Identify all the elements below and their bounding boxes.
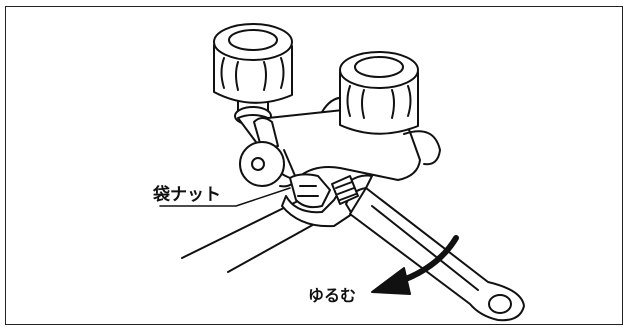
cap-nut: [289, 173, 331, 209]
adjustable-wrench: [281, 174, 525, 322]
loosen-label: ゆるむ: [306, 286, 359, 305]
cap-nut-label: 袋ナット: [151, 185, 223, 205]
supply-pipe: [181, 199, 319, 273]
cap-nut-leader: [159, 187, 291, 207]
left-handle-knob: [213, 23, 293, 104]
spout-lever: [239, 117, 297, 188]
loosen-arrow: [371, 235, 459, 295]
right-handle-knob: [339, 51, 419, 135]
